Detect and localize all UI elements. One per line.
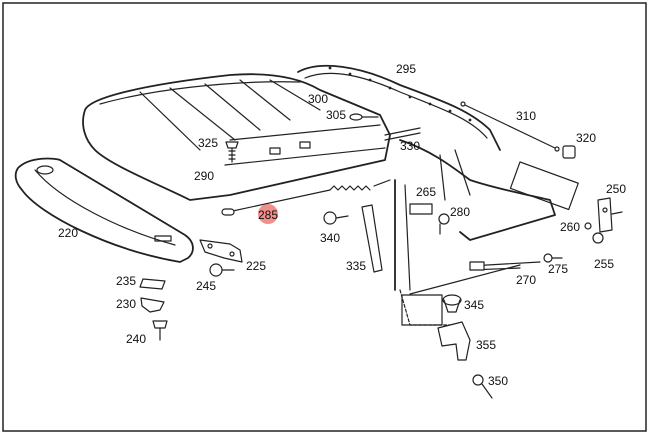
label-235: 235 (116, 274, 136, 288)
part-345-socket (442, 294, 462, 313)
label-310: 310 (516, 109, 536, 123)
label-335: 335 (346, 259, 366, 273)
label-285: 285 (258, 208, 278, 222)
label-295: 295 (396, 62, 416, 76)
part-255-nut (592, 232, 604, 244)
part-220-panel (14, 157, 194, 263)
part-310-cable (460, 101, 560, 152)
label-270: 270 (516, 273, 536, 287)
part-325-screw (225, 141, 239, 163)
label-345: 345 (464, 298, 484, 312)
label-220: 220 (58, 226, 78, 240)
part-355-lever (437, 321, 471, 361)
label-290: 290 (194, 169, 214, 183)
label-275: 275 (548, 262, 568, 276)
label-245: 245 (196, 279, 216, 293)
label-250: 250 (606, 182, 626, 196)
part-330-bar (384, 127, 421, 141)
label-325: 325 (198, 136, 218, 150)
rear-plate (509, 161, 579, 211)
part-265-block (409, 203, 433, 215)
label-300: 300 (308, 92, 328, 106)
label-260: 260 (560, 220, 580, 234)
part-235-plate (139, 278, 166, 290)
part-240-bolt (152, 320, 168, 341)
label-320: 320 (576, 131, 596, 145)
part-295-rail (297, 64, 501, 151)
part-275-screw (543, 253, 563, 263)
label-305: 305 (326, 108, 346, 122)
label-255: 255 (594, 257, 614, 271)
part-frame-structure (394, 139, 556, 326)
label-340: 340 (320, 231, 340, 245)
label-230: 230 (116, 297, 136, 311)
label-330: 330 (400, 139, 420, 153)
label-355: 355 (476, 338, 496, 352)
part-340-screw (323, 211, 349, 225)
part-280-screw (438, 213, 450, 235)
label-280: 280 (450, 205, 470, 219)
part-305-fastener (349, 113, 379, 121)
label-240: 240 (126, 332, 146, 346)
part-225-bracket (199, 239, 243, 263)
part-230-bracket (140, 297, 165, 313)
part-335-strip (361, 204, 383, 273)
part-270-linkage (409, 261, 541, 295)
highlight-marker-285 (258, 204, 278, 224)
part-350-bolt (472, 374, 493, 399)
label-265: 265 (416, 185, 436, 199)
part-285-cable (221, 179, 391, 216)
part-300-soft-top (82, 73, 391, 201)
label-350: 350 (488, 374, 508, 388)
part-245-screw (209, 263, 235, 277)
label-225: 225 (246, 259, 266, 273)
part-250-hinge (597, 197, 623, 233)
part-320-clip (562, 145, 576, 159)
part-260-washer (584, 222, 592, 230)
